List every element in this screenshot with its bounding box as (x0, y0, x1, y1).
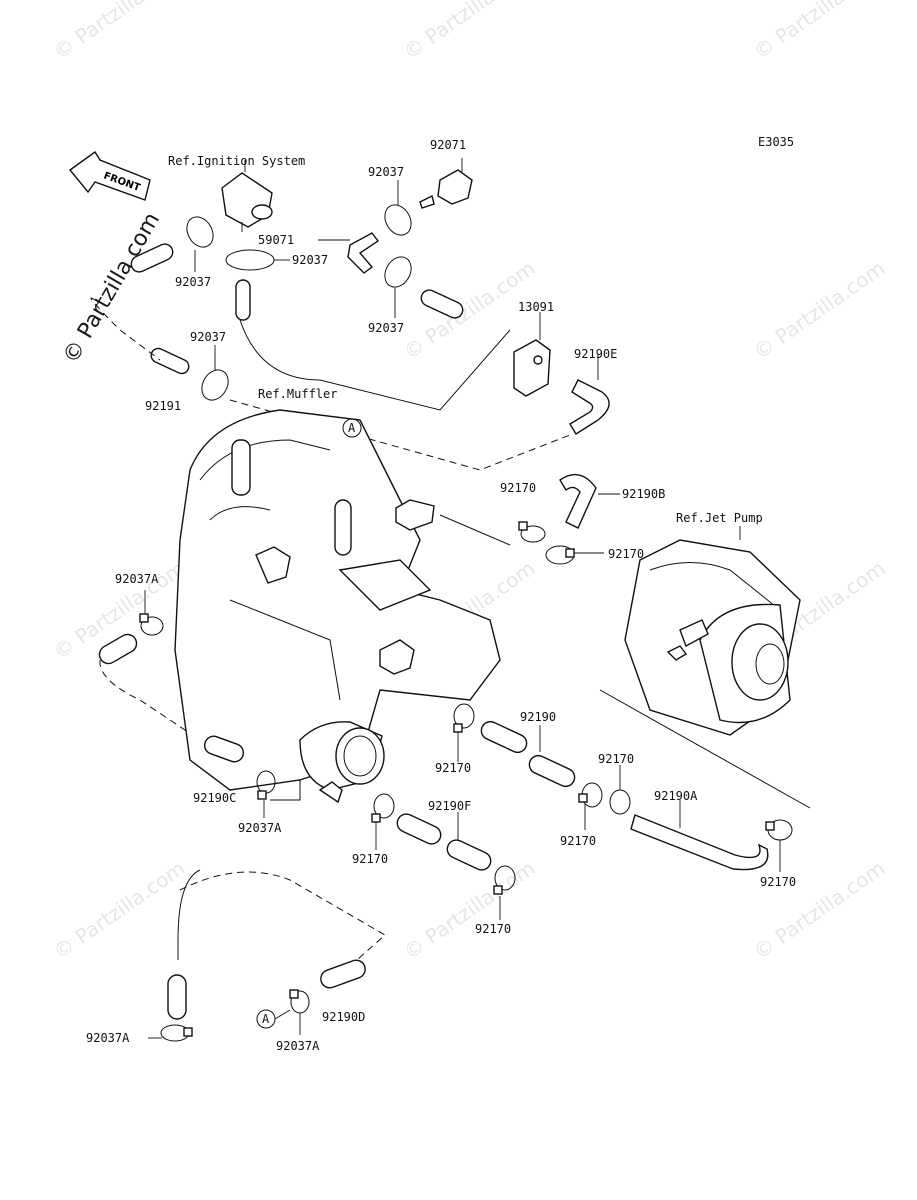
route-line (239, 319, 511, 411)
hose-92190B (559, 473, 597, 529)
part-number: 92190B (622, 487, 665, 501)
part-number: 92170 (608, 547, 644, 561)
hose-92190-a (480, 720, 528, 754)
jet-pump (624, 526, 801, 736)
part-number: 13091 (518, 300, 554, 314)
clamp-92170 (578, 782, 603, 830)
clamp-92170 (371, 793, 395, 850)
part-number: 92190F (428, 799, 471, 813)
part-number: 92170 (760, 875, 796, 889)
watermark: © Partzilla.com (399, 0, 539, 64)
part-number: 92037A (86, 1031, 130, 1045)
part-number: 92170 (598, 752, 634, 766)
route-line (179, 871, 386, 976)
elbow-59071 (318, 232, 380, 274)
part-number: 92037 (368, 321, 404, 335)
part-number: 92191 (145, 399, 181, 413)
clamp-92170 (609, 765, 631, 815)
muffler-assembly (174, 409, 501, 804)
hose-92190F-a (396, 813, 442, 845)
svg-text:A: A (262, 1012, 270, 1026)
hose-92190F-b (446, 839, 492, 871)
route-line (90, 297, 161, 361)
clamp-92037-mid (225, 249, 290, 271)
ref-jet-pump: Ref.Jet Pump (676, 511, 763, 525)
clamp-92037-lower (384, 256, 412, 318)
part-number: 92037 (190, 330, 226, 344)
route-line (439, 514, 511, 546)
watermark: © Partzilla.com (49, 856, 189, 964)
hose-13091-side (420, 289, 464, 319)
part-number: 92037 (175, 275, 211, 289)
part-number: 92037A (115, 572, 159, 586)
diagram-code: E3035 (758, 135, 794, 149)
part-number: 92037 (368, 165, 404, 179)
hose-left-lower (98, 633, 138, 665)
clamp-92170 (453, 703, 475, 762)
hose-92190E (569, 379, 610, 435)
ref-muffler: Ref.Muffler (258, 387, 337, 401)
clamp-92037A (139, 590, 164, 636)
svg-text:A: A (348, 421, 356, 435)
hose-92190C (203, 735, 245, 763)
clamp-92037A (289, 989, 310, 1035)
hose-92037A-vertical (167, 974, 187, 1020)
part-number: 92190E (574, 347, 617, 361)
hose-vertical-top (235, 279, 251, 321)
part-number: 92190C (193, 791, 236, 805)
part-number: 92170 (435, 761, 471, 775)
hose-92190-b (528, 754, 576, 788)
fitting-92071 (419, 158, 473, 209)
clamp-92170 (518, 521, 546, 543)
part-number: 59071 (258, 233, 294, 247)
part-number: 92037 (292, 253, 328, 267)
clamp-92037A (148, 1024, 193, 1042)
part-number: 92190A (654, 789, 698, 803)
front-arrow: FRONT (68, 150, 151, 201)
watermark: © Partzilla.com (399, 856, 539, 964)
watermark: © Partzilla.com (749, 0, 889, 64)
clamp-92170 (493, 865, 516, 920)
hose-92190D (320, 959, 366, 989)
part-number: 92170 (500, 481, 536, 495)
watermark: © Partzilla.com (749, 256, 889, 364)
part-number: 92190 (520, 710, 556, 724)
hose-92191 (150, 347, 190, 375)
part-number: 92190D (322, 1010, 365, 1024)
clamp-92037-top (384, 180, 412, 236)
route-line (99, 659, 201, 741)
route-line (599, 689, 811, 809)
clamp-92037-left (186, 216, 214, 272)
clamp-92170 (765, 819, 793, 872)
clamp-92170 (545, 545, 604, 565)
callout-a-top: A (342, 418, 362, 438)
hose-92190A (630, 814, 769, 871)
ref-ignition-system: Ref.Ignition System (168, 154, 305, 168)
part-number: 92071 (430, 138, 466, 152)
part-number: 92037A (276, 1039, 320, 1053)
callout-a-bottom: A (256, 1009, 291, 1029)
part-number: 92037A (238, 821, 282, 835)
block-13091 (513, 312, 551, 397)
part-number: 92170 (475, 922, 511, 936)
part-number: 92170 (560, 834, 596, 848)
hose-left-upper (130, 243, 174, 273)
watermark: © Partzilla.com (749, 856, 889, 964)
watermark: © Partzilla.com (49, 0, 189, 64)
watermark-large: © Partzilla.com (59, 208, 166, 368)
route-line (177, 869, 201, 960)
ignition-fitting (221, 160, 273, 232)
clamp-92037-muffler (201, 345, 229, 401)
clamp-92037A (256, 770, 276, 818)
part-labels: 92071 92037 59071 92037 92037 92037 1309… (86, 138, 796, 1053)
part-number: 92170 (352, 852, 388, 866)
